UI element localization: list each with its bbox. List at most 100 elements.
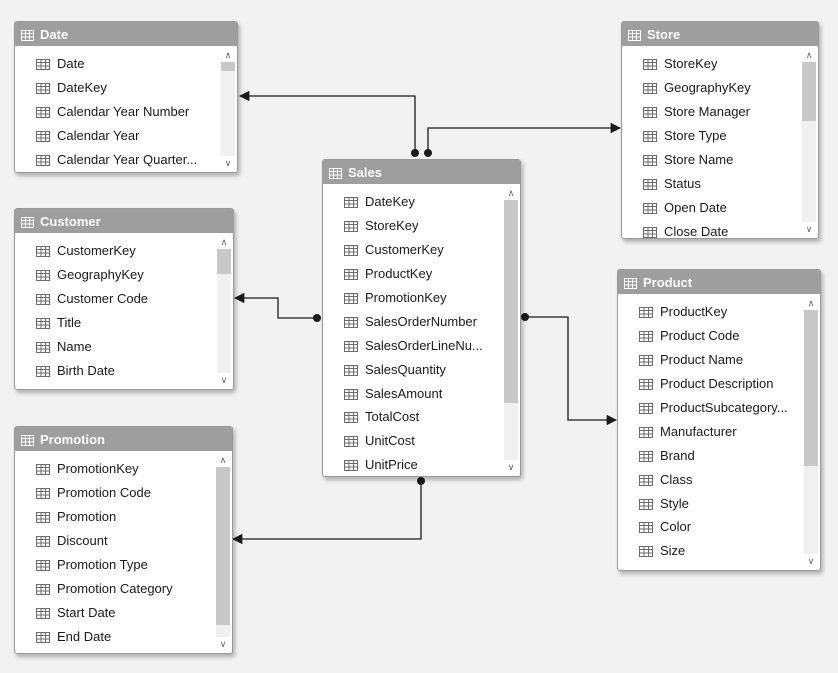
field-row[interactable]: GeographyKey — [15, 263, 215, 287]
scroll-up-icon[interactable]: ∧ — [219, 455, 227, 465]
scroll-track[interactable] — [216, 467, 230, 637]
scroll-up-icon[interactable]: ∧ — [807, 298, 815, 308]
scroll-down-icon[interactable]: ∨ — [219, 639, 227, 649]
scroll-thumb[interactable] — [217, 249, 231, 274]
field-row[interactable]: Start Date — [15, 600, 214, 624]
field-row[interactable]: Store Name — [622, 148, 800, 172]
table-header[interactable]: Date — [15, 22, 237, 46]
field-row[interactable]: PromotionKey — [323, 286, 502, 310]
scroll-down-icon[interactable]: ∨ — [220, 375, 228, 385]
field-row[interactable]: Birth Date — [15, 358, 215, 382]
field-row[interactable]: Brand — [618, 443, 802, 467]
field-row[interactable]: Class — [618, 467, 802, 491]
field-row[interactable]: UnitCost — [323, 429, 502, 453]
field-row[interactable]: Name — [15, 335, 215, 359]
field-row[interactable]: ProductKey — [618, 300, 802, 324]
field-row[interactable]: Store Type — [622, 124, 800, 148]
field-row[interactable]: Status — [622, 171, 800, 195]
field-row[interactable]: StoreKey — [622, 52, 800, 76]
field-row[interactable]: Calendar Year Quarter... — [15, 148, 219, 172]
scroll-thumb[interactable] — [216, 467, 230, 626]
scroll-thumb[interactable] — [804, 310, 818, 467]
scroll-down-icon[interactable]: ∨ — [807, 556, 815, 566]
field-row[interactable]: ProductSubcategory... — [618, 396, 802, 420]
field-row[interactable]: Calendar Year Number — [15, 100, 219, 124]
field-row[interactable]: Calendar Year — [15, 124, 219, 148]
field-row[interactable]: SalesQuantity — [323, 357, 502, 381]
field-row[interactable]: SalesOrderLineNu... — [323, 333, 502, 357]
scrollbar[interactable]: ∧∨ — [215, 233, 233, 389]
field-row[interactable]: UnitPrice — [323, 453, 502, 476]
scroll-track[interactable] — [504, 200, 518, 460]
field-row[interactable]: Style — [618, 491, 802, 515]
field-row[interactable]: Manufacturer — [618, 419, 802, 443]
field-row[interactable]: SalesAmount — [323, 381, 502, 405]
scroll-up-icon[interactable]: ∧ — [224, 50, 232, 60]
relationship-sales-promotion[interactable] — [231, 481, 422, 545]
relationship-sales-product[interactable] — [525, 316, 618, 426]
field-row[interactable]: Date — [15, 52, 219, 76]
scroll-up-icon[interactable]: ∧ — [805, 50, 813, 60]
field-row[interactable]: Promotion Type — [15, 553, 214, 577]
scroll-track[interactable] — [217, 249, 231, 373]
field-row[interactable]: Customer Code — [15, 287, 215, 311]
relationship-sales-customer[interactable] — [233, 292, 317, 319]
column-icon — [36, 245, 50, 258]
scroll-up-icon[interactable]: ∧ — [220, 237, 228, 247]
field-row[interactable]: Color — [618, 515, 802, 539]
field-row[interactable]: Product Name — [618, 348, 802, 372]
table-header[interactable]: Promotion — [15, 427, 232, 451]
field-label: StoreKey — [365, 218, 419, 234]
table-header[interactable]: Customer — [15, 209, 233, 233]
scroll-thumb[interactable] — [221, 62, 235, 72]
field-row[interactable]: CustomerKey — [323, 238, 502, 262]
field-row[interactable]: Size — [618, 539, 802, 563]
field-row[interactable]: Product Code — [618, 324, 802, 348]
scrollbar[interactable]: ∧∨ — [214, 451, 232, 653]
table-header[interactable]: Sales — [323, 160, 520, 184]
scroll-down-icon[interactable]: ∨ — [507, 462, 515, 472]
field-label: Store Manager — [664, 104, 750, 120]
field-row[interactable]: DateKey — [323, 190, 502, 214]
field-row[interactable]: Promotion — [15, 505, 214, 529]
field-row[interactable]: End Date — [15, 624, 214, 648]
field-row[interactable]: Close Date — [622, 219, 800, 238]
scrollbar[interactable]: ∧∨ — [219, 46, 237, 172]
relationship-sales-store[interactable] — [427, 122, 622, 153]
field-row[interactable]: Store Manager — [622, 100, 800, 124]
scroll-up-icon[interactable]: ∧ — [507, 188, 515, 198]
scroll-track[interactable] — [802, 62, 816, 222]
scroll-thumb[interactable] — [802, 62, 816, 122]
field-row[interactable]: TotalCost — [323, 405, 502, 429]
scrollbar[interactable]: ∧∨ — [502, 184, 520, 476]
field-row[interactable]: GeographyKey — [622, 76, 800, 100]
field-row[interactable]: StoreKey — [323, 214, 502, 238]
scroll-track[interactable] — [221, 62, 235, 156]
field-row[interactable]: Title — [15, 311, 215, 335]
table-header[interactable]: Store — [622, 22, 818, 46]
field-row[interactable]: CustomerKey — [15, 239, 215, 263]
scrollbar[interactable]: ∧∨ — [802, 294, 820, 570]
field-row[interactable]: Promotion Category — [15, 576, 214, 600]
field-row[interactable]: ProductKey — [323, 262, 502, 286]
scroll-thumb[interactable] — [504, 200, 518, 403]
field-row[interactable]: Open Date — [622, 195, 800, 219]
scroll-down-icon[interactable]: ∨ — [805, 224, 813, 234]
field-row[interactable]: Discount — [15, 529, 214, 553]
relationship-sales-date[interactable] — [238, 90, 416, 153]
scrollbar[interactable]: ∧∨ — [800, 46, 818, 238]
field-row[interactable]: Promotion Code — [15, 481, 214, 505]
field-row[interactable]: Product Description — [618, 372, 802, 396]
field-row[interactable]: DateKey — [15, 76, 219, 100]
field-row[interactable]: SalesOrderNumber — [323, 309, 502, 333]
scroll-down-icon[interactable]: ∨ — [224, 158, 232, 168]
scroll-track[interactable] — [804, 310, 818, 554]
table-header[interactable]: Product — [618, 270, 820, 294]
field-row[interactable]: PromotionKey — [15, 457, 214, 481]
